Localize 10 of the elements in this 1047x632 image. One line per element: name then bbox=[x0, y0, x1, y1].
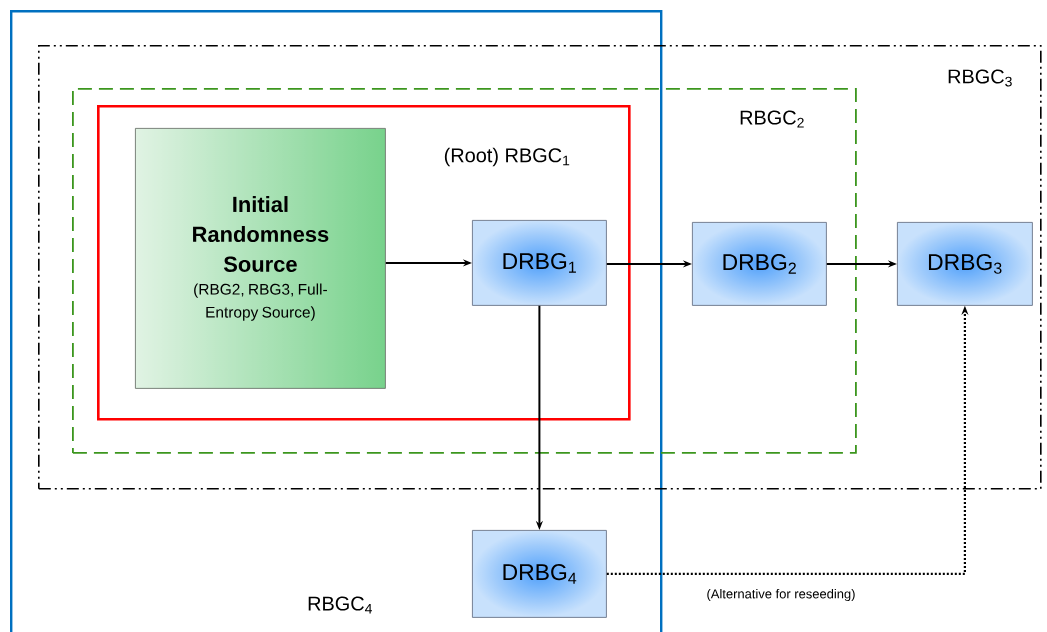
source-box: Initial Randomness Source (RBG2, RBG3, Full- Entropy Source) bbox=[135, 128, 386, 389]
container-label: (Root) RBGC$_{1}$ bbox=[444, 147, 570, 167]
process-box: DRBG$_{4}$ bbox=[472, 530, 607, 618]
container-label: RBGC$_{3}$ bbox=[948, 69, 1012, 87]
edge-label: (Alternative for reseeding) bbox=[705, 587, 857, 603]
process-box: DRBG$_{1}$ bbox=[472, 220, 607, 306]
container-label: RBGC$_{4}$ bbox=[308, 596, 372, 614]
process-box: DRBG$_{3}$ bbox=[897, 222, 1033, 306]
container-label: RBGC$_{2}$ bbox=[740, 110, 804, 128]
process-box: DRBG$_{2}$ bbox=[692, 222, 827, 306]
